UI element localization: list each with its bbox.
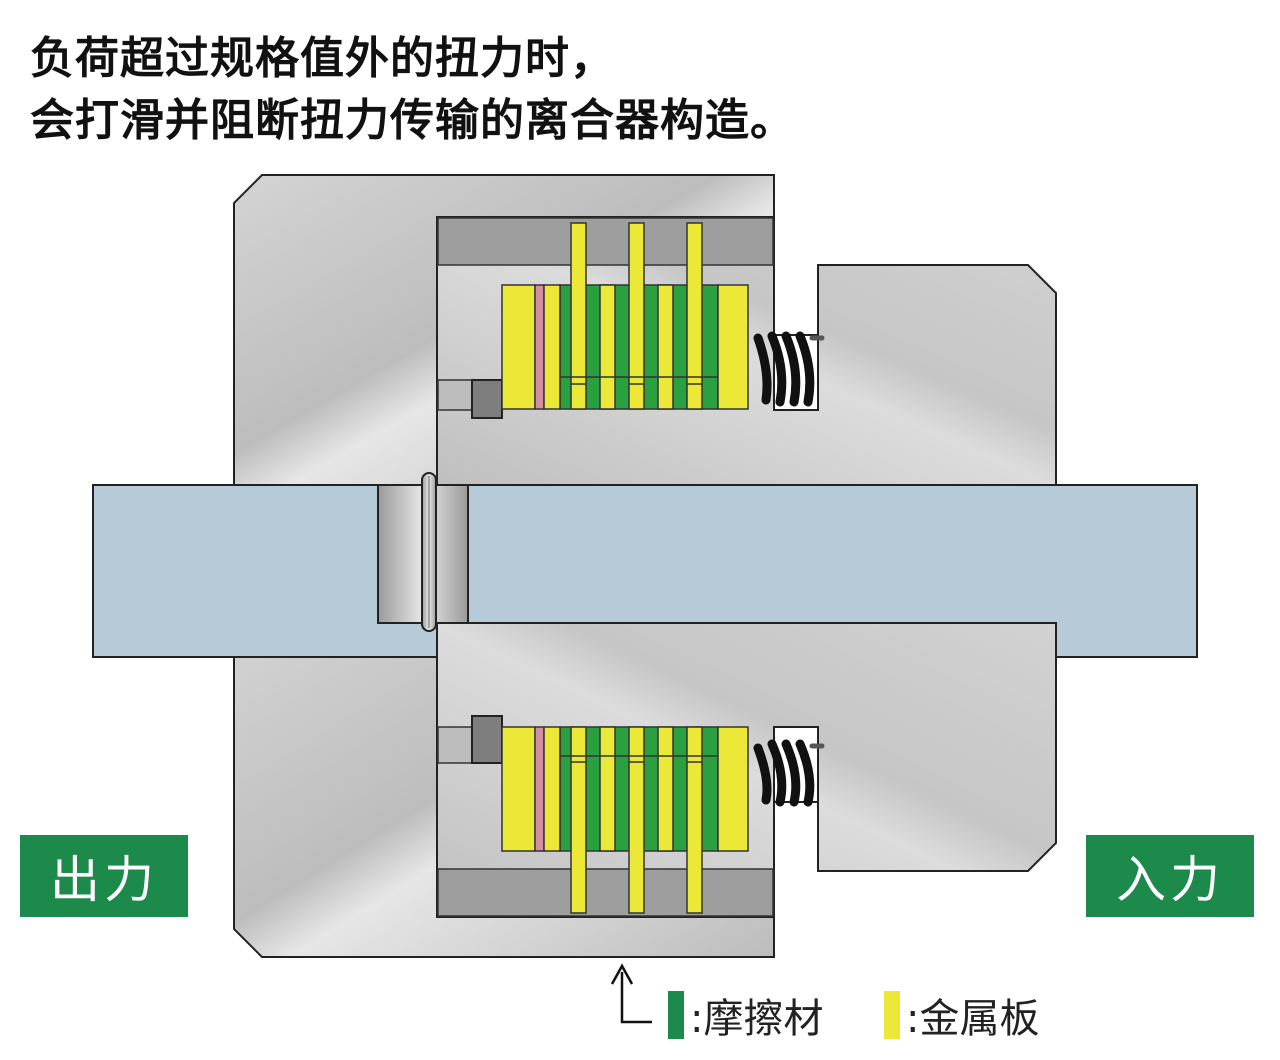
metal-plate — [543, 284, 561, 410]
key-top — [471, 379, 503, 419]
inner-shade-top — [437, 217, 774, 266]
up-arrow-icon — [610, 963, 652, 1024]
metal-plate — [717, 284, 749, 410]
output-label-text: 出力 — [50, 851, 158, 909]
spring-top — [753, 331, 825, 407]
long-metal-plate — [570, 222, 587, 410]
long-metal-plate — [628, 726, 645, 914]
legend-friction-label: :摩擦材 — [690, 996, 824, 1042]
plate-stack-top — [501, 222, 749, 410]
legend-metal: :金属板 — [884, 988, 1039, 1042]
long-metal-plate — [686, 726, 703, 914]
friction-swatch — [668, 991, 684, 1039]
pressure-plate — [501, 726, 536, 852]
legend-friction: :摩擦材 — [668, 988, 823, 1042]
long-metal-plate — [570, 726, 587, 914]
title-line-2: 会打滑并阻断扭力传输的离合器构造。 — [30, 95, 795, 146]
metal-plate — [717, 726, 749, 852]
legend-metal-label: :金属板 — [906, 996, 1040, 1042]
metal-plate — [657, 284, 674, 410]
input-label-text: 入力 — [1116, 851, 1224, 909]
title-line-1: 负荷超过规格值外的扭力时， — [30, 33, 615, 84]
metal-swatch — [884, 991, 900, 1039]
spacer-plate — [534, 284, 545, 410]
output-label: 出力 — [20, 835, 188, 917]
metal-plate — [599, 726, 616, 852]
input-label: 入力 — [1086, 835, 1254, 917]
long-metal-plate — [628, 222, 645, 410]
pressure-plate — [501, 284, 536, 410]
metal-plate — [599, 284, 616, 410]
metal-plate — [657, 726, 674, 852]
plate-stack-bottom — [501, 726, 749, 914]
inner-shade-bottom — [437, 868, 774, 917]
metal-plate — [543, 726, 561, 852]
key-bottom — [471, 715, 503, 764]
spacer-plate — [534, 726, 545, 852]
long-metal-plate — [686, 222, 703, 410]
spring-bottom — [753, 739, 825, 807]
